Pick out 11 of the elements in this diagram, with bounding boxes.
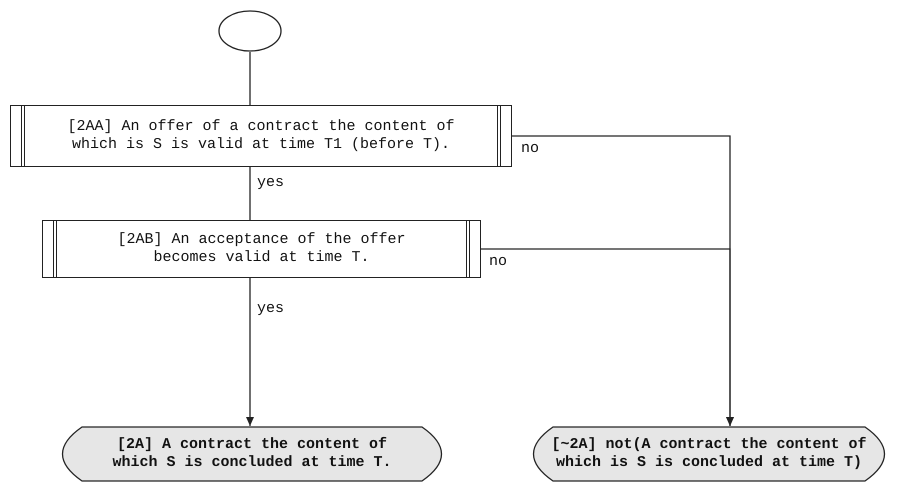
start-oval bbox=[218, 10, 282, 52]
arrow bbox=[246, 278, 254, 426]
connector-line bbox=[249, 167, 251, 220]
process-box bbox=[10, 105, 512, 167]
process-box bbox=[42, 220, 481, 278]
node-text: [~2A] not(A contract the content of which is S is concluded at time T) bbox=[550, 436, 868, 472]
node-text: [2A] A contract the content of which S is concluded at time T. bbox=[111, 436, 393, 472]
arrow bbox=[481, 248, 734, 426]
connector-line bbox=[249, 52, 251, 105]
node-text: [2AA] An offer of a contract the content of which is S is valid at time T1 (before T). bbox=[66, 118, 456, 154]
node-text: [2AB] An acceptance of the offer becomes valid at time T. bbox=[116, 231, 407, 267]
